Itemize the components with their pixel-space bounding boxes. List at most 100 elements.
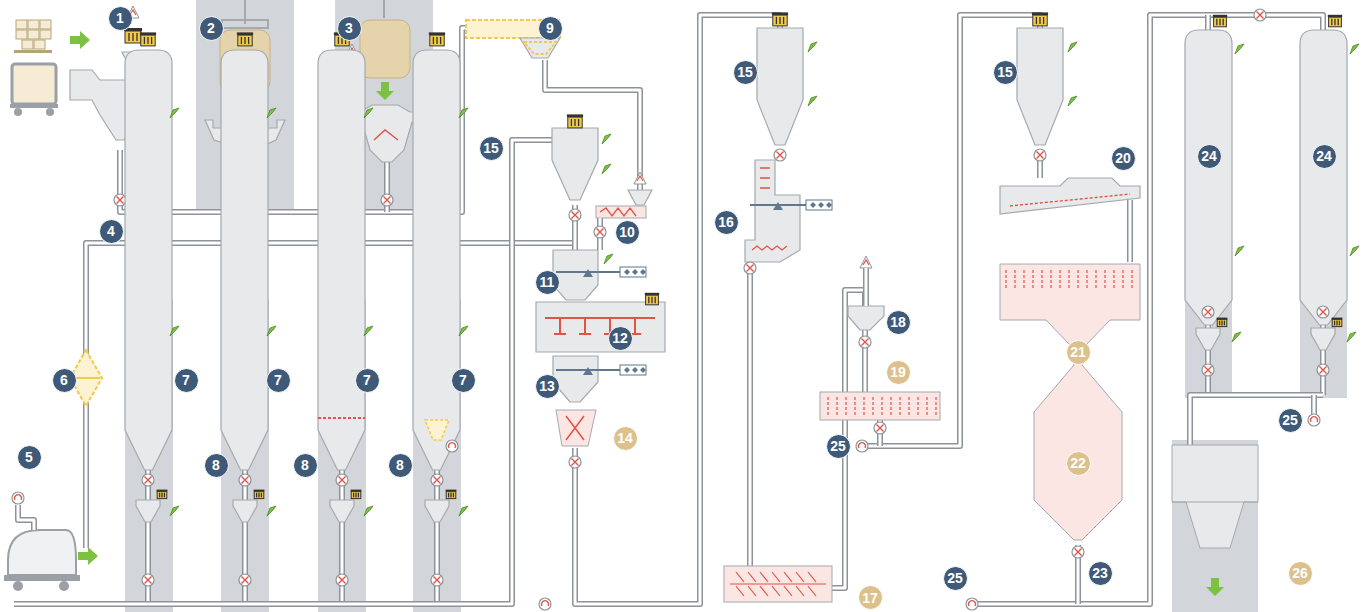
callout-text: 21 [1070,345,1086,359]
wheel [13,581,23,591]
pump [1308,414,1320,426]
sack-icon [28,30,39,39]
valve-cross [862,339,869,346]
pump [446,440,458,452]
callout-number: 6 [52,368,77,393]
callout-text: 11 [540,275,555,289]
drive-box [806,200,832,210]
packing-station [1172,445,1258,548]
silo [413,50,460,470]
cooler-mark [1086,270,1087,290]
filter-line [1223,19,1224,25]
cooler-mark [1023,270,1024,290]
callout-number: 15 [993,60,1018,85]
screw-flight [736,572,744,582]
drive-mark [826,202,832,208]
big-bag [360,20,410,78]
callout-text: 19 [890,365,906,379]
callout-number: 3 [337,16,362,41]
callout-text: 7 [182,373,190,387]
level-sensor [1235,246,1244,256]
callout-number: 5 [17,445,42,470]
filter-line [159,493,160,498]
callout-text: 25 [830,439,846,453]
callout-number: 21 [1066,340,1091,365]
cooler-mark [1050,270,1051,290]
filter-line [151,37,152,44]
intermediate-hopper [1311,328,1335,350]
conditioner-mark [881,397,882,415]
callout-number: 8 [204,453,229,478]
pump [12,492,24,504]
filter-line [783,17,784,24]
filter-line [353,493,354,498]
valve-cross [1037,152,1044,159]
valve-cross [1320,309,1327,316]
pipe-bore [972,15,1323,604]
callout-number: 15 [733,60,758,85]
callout-text: 24 [1316,149,1332,163]
filter-line [241,37,242,44]
filter-line [648,297,649,303]
filter-icon [430,35,444,46]
callout-text: 23 [1092,566,1108,580]
filter-line [1336,321,1337,326]
callout-number: 16 [714,210,739,235]
conditioner-mark [908,397,909,415]
callout-text: 7 [274,373,282,387]
cooler-mark [1068,270,1069,290]
filter-line [779,17,780,24]
silo-filter [425,420,449,440]
callout-text: 20 [1115,151,1131,165]
screw-flight [796,586,804,596]
discharge-arrow [376,82,394,100]
level-sensor [604,254,613,264]
level-sensor [1232,332,1241,342]
callout-number: 14 [613,426,638,451]
filter-line [1334,321,1335,326]
intermediate-hopper [233,500,257,522]
callout-number: 19 [886,360,911,385]
level-sensor [1350,246,1359,256]
level-sensor [1235,44,1244,54]
filter-line [1219,19,1220,25]
valve [1072,546,1084,558]
filter-line [132,33,133,41]
valve [1202,364,1214,376]
background-band [1172,440,1258,612]
callout-text: 6 [60,373,68,387]
screw-flight [748,586,756,596]
valve-cross [597,229,604,236]
callout-text: 8 [301,458,309,472]
valve-cross [877,425,884,432]
cooler-mark [1113,270,1114,290]
fan-mark [637,176,643,181]
silo [1185,30,1232,325]
rotary-lock [556,410,596,446]
screw-feeder [596,206,646,218]
callout-number: 24 [1197,144,1222,169]
filter-line [1216,19,1217,25]
valve-cross [1075,549,1082,556]
valve [142,474,154,486]
filter-line [261,493,262,498]
callout-text: 15 [737,65,753,79]
filter-icon [1329,17,1342,27]
drive-mark [810,202,816,208]
valve-cross [434,577,441,584]
mixer-paddle [579,318,591,334]
filter-hopper [520,38,560,58]
screw-flight [808,572,816,582]
filter-bag [524,42,556,54]
storage-hopper [1034,345,1122,540]
drive-mark [640,269,646,275]
valve-cross [1257,12,1264,19]
cooler-mark [1095,270,1096,290]
filter-line [258,493,259,498]
drive-mark [640,367,646,373]
pipe [1190,395,1323,448]
level-sensor [459,326,468,336]
drive-mark [632,269,638,275]
pump-mark [859,443,866,448]
valve-cross [1205,367,1212,374]
